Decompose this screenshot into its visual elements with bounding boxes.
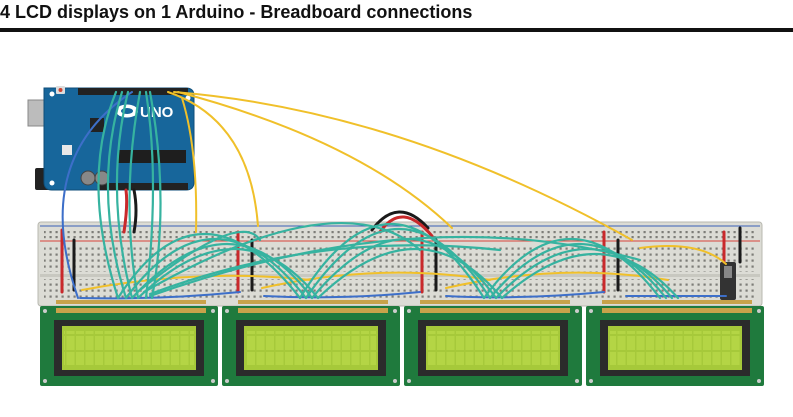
lcd-display-1 <box>40 306 218 386</box>
title-divider <box>0 28 793 32</box>
page-title: 4 LCD displays on 1 Arduino - Breadboard… <box>0 2 473 22</box>
lcd-display-2 <box>222 306 400 386</box>
terminal-strip-bottom <box>44 279 756 301</box>
potentiometer <box>720 262 736 300</box>
lcd-display-3 <box>404 306 582 386</box>
center-channel <box>40 274 760 277</box>
lcd-header-pins <box>56 300 752 304</box>
lcd-display-4 <box>586 306 764 386</box>
analog-header <box>98 183 188 190</box>
teal-wires <box>97 90 680 300</box>
digital-header <box>78 88 188 95</box>
top-power-rail <box>44 229 756 239</box>
arduino-uno-label: UNO <box>140 104 174 121</box>
